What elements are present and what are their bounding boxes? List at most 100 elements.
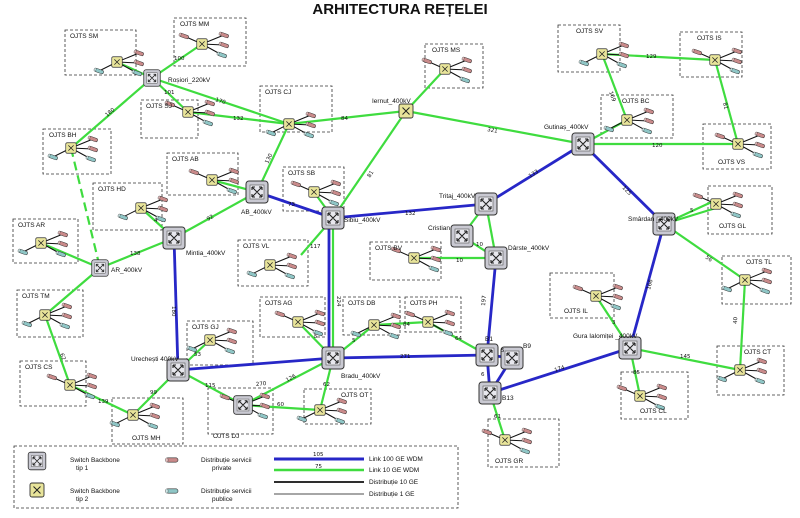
node-label-smardan: Smârdan _400kV xyxy=(628,216,679,223)
public-service-icon xyxy=(303,131,315,139)
switch-b13 xyxy=(478,381,502,405)
link-label: 115 xyxy=(205,383,216,389)
private-service-icon xyxy=(305,111,317,119)
public-service-icon xyxy=(759,287,771,295)
public-service-icon xyxy=(47,153,59,161)
ojts-switch-icon xyxy=(35,237,47,249)
private-service-icon xyxy=(430,245,442,253)
ojts-label-ot: OJTS OT xyxy=(341,392,368,399)
private-service-icon xyxy=(643,117,655,125)
switch-b1 xyxy=(475,343,499,367)
ojts-label-hd: OJTS HD xyxy=(98,186,126,193)
private-service-icon xyxy=(290,180,302,188)
link-label: 180 xyxy=(170,306,176,317)
node-label-mintia: Mintia_400kV xyxy=(186,250,226,257)
ojts-sv-box xyxy=(557,24,621,73)
link-dj-bradu xyxy=(242,357,334,406)
legend-priv-icon xyxy=(165,457,179,463)
ojts-ar-box xyxy=(12,218,79,264)
public-service-icon xyxy=(265,129,277,137)
private-service-icon xyxy=(732,191,744,199)
link-label: 138 xyxy=(130,251,141,257)
ojts-label-sm: OJTS SM xyxy=(70,33,98,40)
link-sj-cj xyxy=(187,110,290,126)
private-service-icon xyxy=(274,310,286,318)
public-service-icon xyxy=(296,415,308,423)
private-service-icon xyxy=(714,132,726,140)
private-service-icon xyxy=(218,41,230,49)
public-service-icon xyxy=(641,127,653,135)
link-bh-ar xyxy=(69,147,102,269)
private-service-icon xyxy=(157,205,169,213)
ojts-label-tl: OJTS TL xyxy=(746,259,772,266)
ojts-gj-box xyxy=(186,320,254,366)
link-smardan-gura xyxy=(628,223,666,349)
ojts-label-vs: OJTS VS xyxy=(718,159,746,166)
private-service-icon xyxy=(86,372,98,380)
link-label: 130 xyxy=(264,152,274,165)
link-sv-gutinas xyxy=(600,53,629,121)
link-darste-b1 xyxy=(485,257,498,356)
ojts-switch-icon xyxy=(204,334,216,346)
ojts-ph-box xyxy=(404,296,462,333)
link-label: 126 xyxy=(285,373,298,383)
ojts-label-sb: OJTS SB xyxy=(288,170,315,177)
link-is-vs xyxy=(713,59,740,145)
legend-l100-value: 105 xyxy=(313,452,324,458)
node-label-iernut: Iernut_400kV xyxy=(372,98,411,105)
link-gutinas-smardan xyxy=(582,143,665,225)
public-service-icon xyxy=(334,417,346,425)
node-label-urechesti: Urechești 400kV xyxy=(131,356,179,363)
switch-sibiu xyxy=(321,206,345,230)
ojts-label-ar: OJTS AR xyxy=(18,222,45,229)
ojts-label-ct: OJTS CT xyxy=(744,349,771,356)
link-cs-mh xyxy=(69,384,134,416)
node-label-ar: AR_400kV xyxy=(111,267,143,274)
link-label: 61 xyxy=(494,414,501,420)
ojts-hd-box xyxy=(92,182,163,231)
link-label: 270 xyxy=(256,381,267,388)
ojts-label-cs: OJTS CS xyxy=(25,364,53,371)
ojts-switch-icon xyxy=(621,114,633,126)
ojts-switch-icon xyxy=(596,48,608,60)
private-service-icon xyxy=(521,437,533,445)
legend-d10-label: Distribuție 10 GE xyxy=(369,479,419,486)
link-label: 73 xyxy=(288,202,295,208)
ojts-switch-icon xyxy=(408,252,420,264)
link-ar-mintia xyxy=(99,236,175,270)
private-service-icon xyxy=(178,32,190,40)
ojts-label-db: OJTS DB xyxy=(348,300,375,307)
link-gura-ct xyxy=(629,346,741,372)
ojts-is-box xyxy=(679,31,743,78)
link-label: 84 xyxy=(341,116,348,122)
link-label: 101 xyxy=(164,90,175,96)
ojts-switch-icon xyxy=(739,274,751,286)
node-label-gura: Gura Ialomiței _400kV xyxy=(573,333,638,340)
private-service-icon xyxy=(330,179,342,187)
ojts-label-mm: OJTS MM xyxy=(180,21,209,28)
ojts-label-gj: OJTS GJ xyxy=(192,324,219,331)
link-label: 99 xyxy=(150,390,157,396)
ojts-ct-box xyxy=(716,345,785,396)
private-service-icon xyxy=(731,47,743,55)
link-label: 129 xyxy=(646,54,657,60)
link-sibiu-iernut xyxy=(332,110,407,219)
switch-gura xyxy=(618,336,642,360)
ojts-bv-box xyxy=(369,241,442,281)
private-service-icon xyxy=(57,230,69,238)
private-service-icon xyxy=(226,327,238,335)
ojts-switch-icon xyxy=(264,259,276,271)
private-service-icon xyxy=(286,252,298,260)
ojts-label-tm: OJTS TM xyxy=(22,293,50,300)
link-label: 85 xyxy=(633,370,640,376)
private-service-icon xyxy=(572,284,584,292)
ojts-switch-icon xyxy=(709,54,721,66)
public-service-icon xyxy=(578,59,590,67)
link-label: 6 xyxy=(481,372,485,378)
ojts-switch-icon xyxy=(64,379,76,391)
public-service-icon xyxy=(328,199,340,207)
ojts-label-vl: OJTS VL xyxy=(243,243,270,250)
link-label: 64 xyxy=(455,336,462,342)
